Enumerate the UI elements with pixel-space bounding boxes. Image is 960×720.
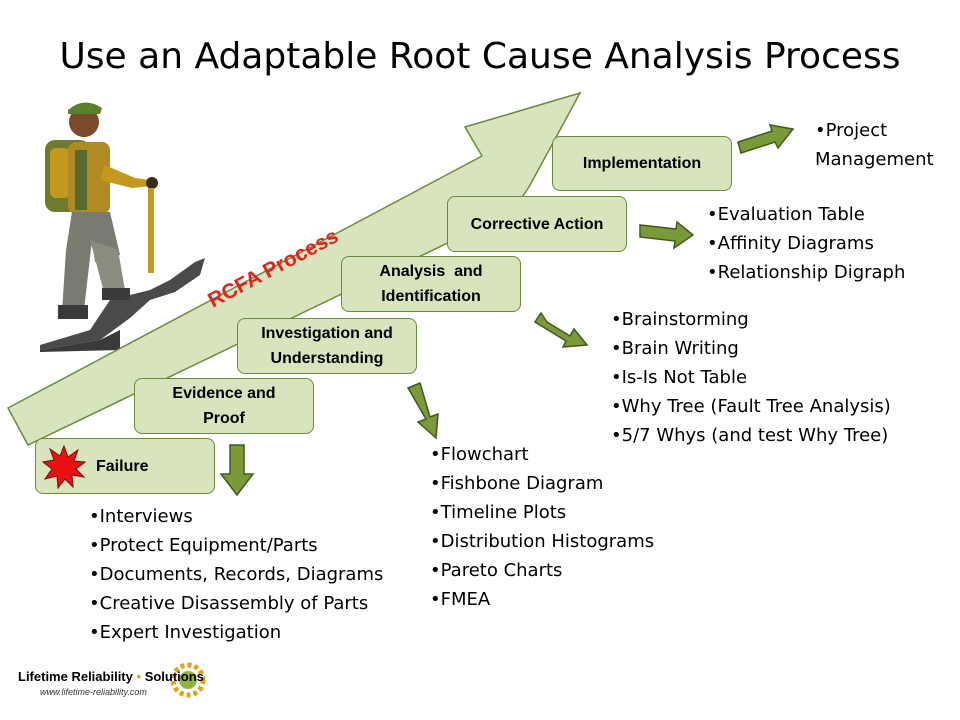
step-label: Implementation <box>582 155 702 172</box>
arrow-to-investigation-list <box>406 381 439 440</box>
step-investigation-and-understanding: Investigation and Understanding <box>237 318 417 374</box>
step-evidence-and-proof: Evidence and Proof <box>134 378 314 434</box>
step-label: Corrective Action <box>470 215 604 233</box>
arrow-to-analysis-list <box>533 311 589 348</box>
implementation-tools-list: Project Management <box>815 116 934 174</box>
list-item: Why Tree (Fault Tree Analysis) <box>611 392 891 421</box>
evidence-tools-list: Interviews Protect Equipment/Parts Docum… <box>89 502 384 647</box>
step-failure: Failure <box>35 438 215 494</box>
list-item: Is-Is Not Table <box>611 363 891 392</box>
list-item: Distribution Histograms <box>430 527 655 556</box>
list-item: Interviews <box>89 502 383 531</box>
list-item: Brainstorming <box>611 305 891 334</box>
climber-icon <box>40 102 205 352</box>
list-item: Brain Writing <box>611 334 891 363</box>
step-label-line2: Proof <box>203 410 245 427</box>
list-item: Protect Equipment/Parts <box>89 531 383 560</box>
list-item: FMEA <box>430 585 654 614</box>
corrective-tools-list: Evaluation Table Affinity Diagrams Relat… <box>707 200 906 287</box>
list-item: Documents, Records, Diagrams <box>89 560 384 589</box>
logo-gear-icon <box>170 662 206 698</box>
logo-separator: • <box>136 669 142 684</box>
list-item: Relationship Digraph <box>707 258 906 287</box>
list-item: Expert Investigation <box>89 618 383 647</box>
step-label-line2: Identification <box>381 288 481 305</box>
list-item: Flowchart <box>430 440 654 469</box>
list-item: Fishbone Diagram <box>430 469 654 498</box>
company-logo: Lifetime Reliability • Solutions <box>18 669 204 684</box>
step-label: Failure <box>96 457 149 475</box>
list-item-continuation: Management <box>815 145 934 174</box>
list-item: Pareto Charts <box>430 556 654 585</box>
list-item: Creative Disassembly of Parts <box>89 589 383 618</box>
arrow-to-corrective-list <box>639 220 695 250</box>
step-implementation: Implementation <box>552 136 732 191</box>
analysis-tools-list: Brainstorming Brain Writing Is-Is Not Ta… <box>611 305 891 450</box>
arrow-to-implementation-list <box>737 124 795 154</box>
page-title: Use an Adaptable Root Cause Analysis Pro… <box>59 36 901 77</box>
step-label-line1: Analysis and <box>379 263 483 280</box>
step-label-line2: Understanding <box>270 350 384 367</box>
logo-name-left: Lifetime Reliability <box>18 669 133 684</box>
step-label-line1: Investigation and <box>261 325 393 342</box>
step-label-line1: Evidence and <box>172 385 276 402</box>
list-item: Timeline Plots <box>430 498 654 527</box>
failure-burst-icon <box>42 445 86 489</box>
company-url: www.lifetime-reliability.com <box>40 687 147 697</box>
investigation-tools-list: Flowchart Fishbone Diagram Timeline Plot… <box>430 440 655 614</box>
list-item: Evaluation Table <box>707 200 905 229</box>
arrow-to-evidence-list <box>219 444 255 497</box>
step-analysis-and-identification: Analysis and Identification <box>341 256 521 312</box>
list-item: Project <box>815 116 934 145</box>
list-item: Affinity Diagrams <box>707 229 905 258</box>
step-corrective-action: Corrective Action <box>447 196 627 252</box>
list-item-text: Management <box>815 149 934 170</box>
list-item: 5/7 Whys (and test Why Tree) <box>611 421 891 450</box>
logo-name-right: Solutions <box>144 669 204 684</box>
